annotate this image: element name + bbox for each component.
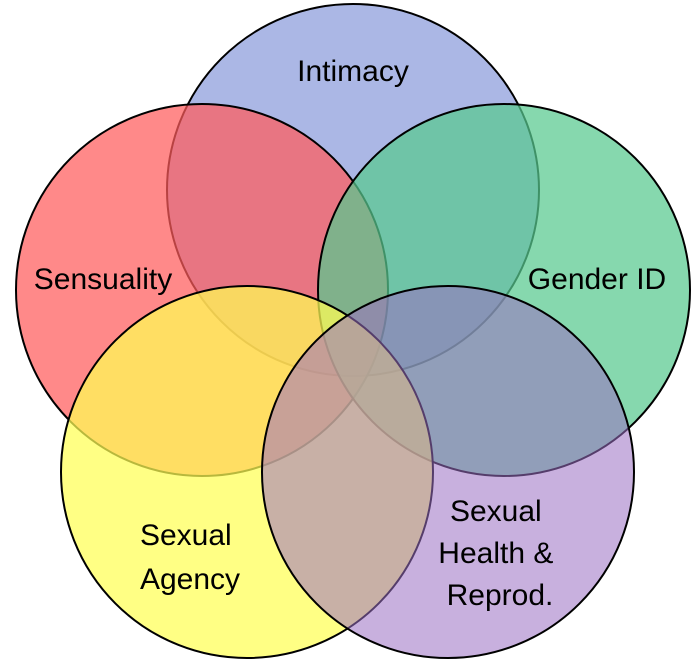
circle-sexual-health (261, 285, 635, 659)
label-sexual-health: Sexual Health & Reprod. (438, 495, 561, 612)
label-intimacy: Intimacy (297, 55, 409, 88)
label-gender-id: Gender ID (528, 263, 666, 296)
label-sexual-agency: Sexual Agency (140, 519, 240, 596)
label-sensuality: Sensuality (34, 263, 172, 296)
